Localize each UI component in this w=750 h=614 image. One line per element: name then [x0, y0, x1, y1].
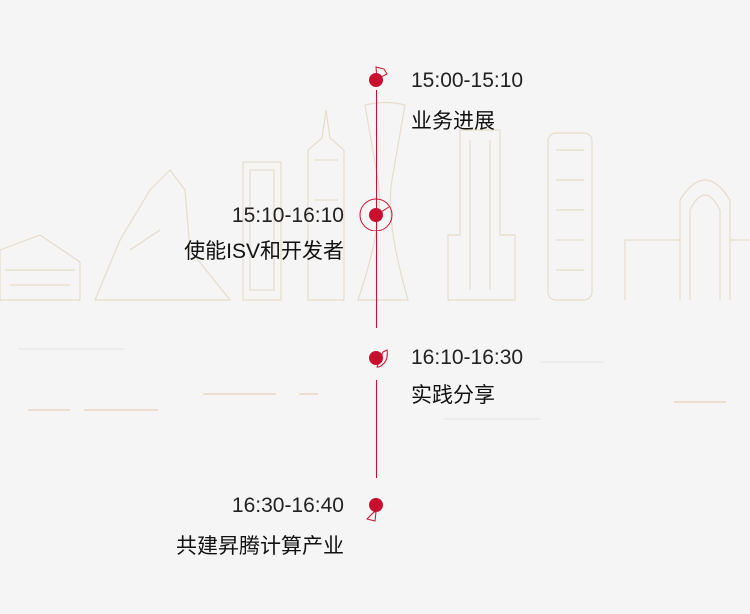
timeline-node-icon	[366, 498, 383, 522]
timeline-node-active-icon	[359, 198, 393, 231]
timeline-title: 共建昇腾计算产业	[176, 535, 344, 558]
timeline-node-icon	[369, 66, 388, 87]
timeline-time: 16:10-16:30	[411, 346, 524, 369]
timeline-time: 15:00-15:10	[411, 69, 524, 92]
timeline-title: 使能ISV和开发者	[184, 240, 344, 263]
timeline-title: 业务进展	[411, 110, 495, 133]
timeline-time: 16:30-16:40	[231, 494, 344, 517]
timeline-line	[376, 380, 377, 478]
timeline-node-icon	[369, 349, 388, 368]
timeline-time: 15:10-16:10	[231, 204, 344, 227]
timeline-title: 实践分享	[411, 384, 495, 407]
